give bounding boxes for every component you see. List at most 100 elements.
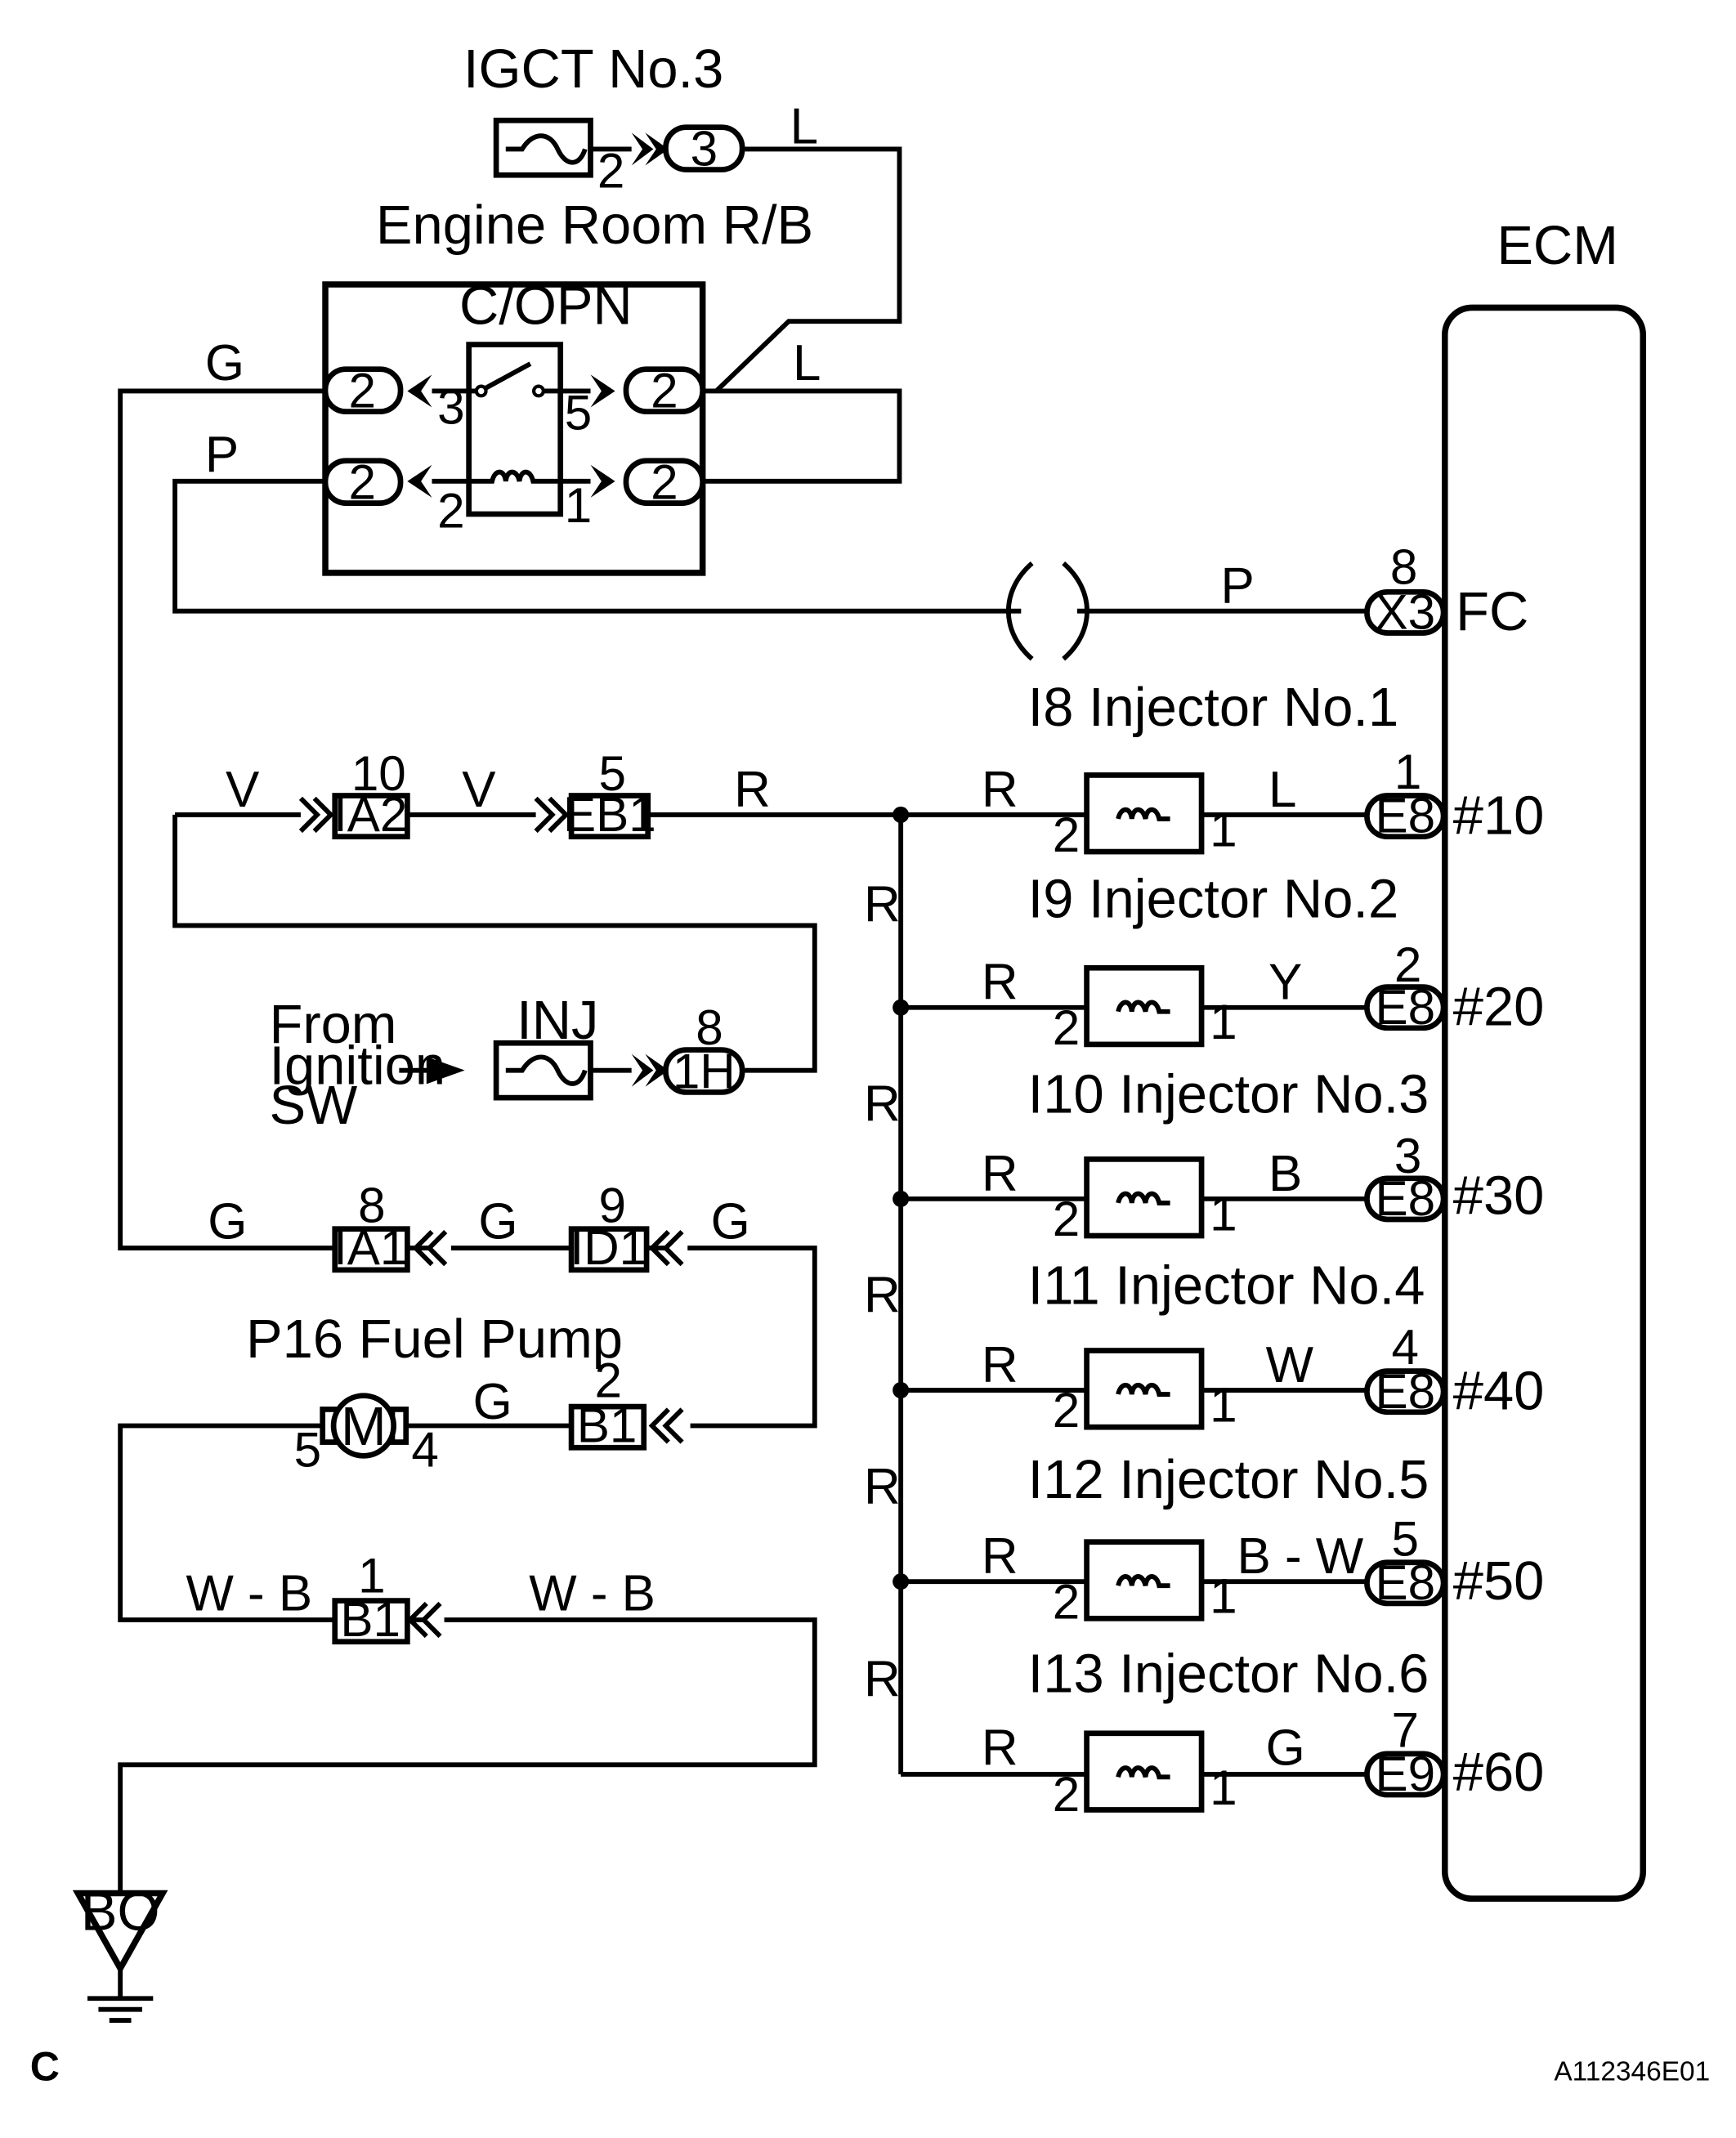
wire-color-label: R <box>982 1528 1018 1585</box>
fuse-icon <box>505 1054 588 1086</box>
engine-room-relay-block: Engine Room R/B C/OPN 3 5 2 1 <box>322 195 813 576</box>
wire-color-label: P <box>205 427 239 483</box>
wire-color-label: G <box>1266 1720 1305 1776</box>
pin-label: 5 <box>1392 1511 1419 1566</box>
ground-bo: BO <box>72 1881 168 2023</box>
sw-label: SW <box>269 1075 357 1136</box>
wire-color-label: V <box>462 762 495 818</box>
wire-color-labels: L G L P P V V R R R R R R R R R R R R G … <box>186 99 1254 1777</box>
injector-1: I8 Injector No.1 2 1 L 1 E8 #10 <box>1028 677 1545 862</box>
pin-label: 4 <box>1392 1320 1419 1375</box>
pin-label: 8 <box>358 1178 385 1232</box>
chevron-left-icon <box>648 1229 684 1267</box>
wires <box>118 146 1367 1894</box>
wire-p-relay-to-break <box>172 478 1022 614</box>
pin-label: 1 <box>1210 1377 1237 1432</box>
wire-color-label: G <box>208 1193 247 1250</box>
chevron-left-icon <box>412 1229 448 1267</box>
ecm-terminal-label: #60 <box>1453 1742 1545 1803</box>
relay-internal-wires <box>432 388 591 484</box>
pin-label: 4 <box>411 1423 438 1478</box>
from-label: From <box>269 994 396 1055</box>
wire-wb-pump-to-b1 <box>118 1423 335 1622</box>
relay-block-outline <box>322 281 706 576</box>
pin-label: 8 <box>1390 539 1417 594</box>
connector-label: E8 <box>1375 980 1435 1035</box>
wire-l-igct-to-relay <box>714 146 902 393</box>
pin-label: 2 <box>1053 1383 1080 1438</box>
pin-label: 5 <box>599 746 626 801</box>
wire-color-label: R <box>864 1459 901 1515</box>
pin-label: 2 <box>597 143 624 198</box>
connector-label: X3 <box>1375 584 1435 639</box>
splice-dot <box>893 999 910 1016</box>
connector-label: 3 <box>691 122 718 177</box>
wire-color-label: B <box>1268 1146 1302 1202</box>
connector-label: E8 <box>1375 1555 1435 1610</box>
igct-fuse: IGCT No.3 2 <box>463 38 723 198</box>
double-chevrons <box>298 796 684 1639</box>
splice-dot <box>893 1573 910 1590</box>
ignition-label: Ignition <box>269 1035 445 1096</box>
connector-box <box>332 1226 410 1273</box>
pin-label: 1 <box>1210 1569 1237 1624</box>
connector-pill <box>1364 1751 1447 1798</box>
ecm: ECM X3 8 FC <box>1364 215 1647 1902</box>
copn-label: C/OPN <box>459 275 633 337</box>
inj-fuse: INJ 8 From Ignition SW <box>269 990 723 1136</box>
motor-label: M <box>341 1396 387 1457</box>
connector-pill <box>322 458 404 506</box>
engine-room-rb-label: Engine Room R/B <box>376 195 813 256</box>
injector-coil-icon <box>1116 807 1170 821</box>
connector-label: 2 <box>651 364 678 418</box>
connector-pill <box>1364 1368 1447 1416</box>
connector-label: 2 <box>651 455 678 510</box>
injector-5: I12 Injector No.5 2 1 B - W 5 E8 #50 <box>1028 1449 1545 1629</box>
terminal-arrow-icon <box>407 464 432 498</box>
pin-label: 2 <box>1394 937 1421 992</box>
wire-color-label: R <box>864 876 901 933</box>
ground-triangle-icon <box>72 1890 168 1975</box>
connector-label: B1 <box>340 1592 400 1647</box>
wire-v-loop-from-1h <box>172 814 817 1073</box>
wire-color-label: W - B <box>186 1565 312 1621</box>
injector-6: I13 Injector No.6 2 1 G 7 E9 #60 <box>1028 1644 1545 1823</box>
pin-label: 7 <box>1392 1703 1419 1758</box>
connector-pill <box>623 366 705 414</box>
wire-wb-to-ground <box>118 1617 817 1894</box>
connector-box <box>568 793 651 840</box>
pin-label: 5 <box>565 385 592 440</box>
ground-icon <box>87 1996 154 2023</box>
wire-color-label: R <box>864 1652 901 1708</box>
break-arc-left <box>1006 561 1034 661</box>
pill-connectors: 3 2 2 2 2 1H <box>322 122 745 1098</box>
wire-color-label: L <box>793 335 821 391</box>
chevron-left-icon <box>648 1407 684 1444</box>
connector-box <box>332 1598 410 1645</box>
connector-label: 1H <box>673 1044 736 1098</box>
splice-dot <box>893 1190 910 1207</box>
splice-dot <box>893 806 910 823</box>
wire-color-label: L <box>1268 762 1296 818</box>
wire-color-label: R <box>864 1268 901 1324</box>
injector-2: I9 Injector No.2 2 1 Y 2 E8 #20 <box>1028 868 1545 1055</box>
connector-pill <box>1364 1175 1447 1223</box>
pin-label: 1 <box>1394 745 1421 799</box>
connector-pill <box>322 366 404 414</box>
pin-label: 1 <box>1210 1186 1237 1241</box>
terminal-arrow-icon <box>631 1053 669 1087</box>
ecm-terminal-label: #40 <box>1453 1360 1545 1421</box>
pin-label: 5 <box>294 1423 321 1478</box>
wire-color-label: B - W <box>1237 1528 1364 1585</box>
connector-pill <box>1364 588 1447 636</box>
connector-label: IA2 <box>333 787 407 842</box>
pin-label: 2 <box>1053 1192 1080 1246</box>
wire-color-label: R <box>982 1720 1018 1776</box>
rect-connectors: IA2 10 EB1 5 IA1 8 ID1 9 B1 2 B1 1 <box>332 746 656 1647</box>
connector-label: E8 <box>1375 789 1435 843</box>
ecm-terminal-label: #30 <box>1453 1165 1545 1226</box>
connector-pill <box>1364 1559 1447 1607</box>
connector-box <box>568 1403 647 1451</box>
injector-name: I13 Injector No.6 <box>1028 1644 1430 1705</box>
